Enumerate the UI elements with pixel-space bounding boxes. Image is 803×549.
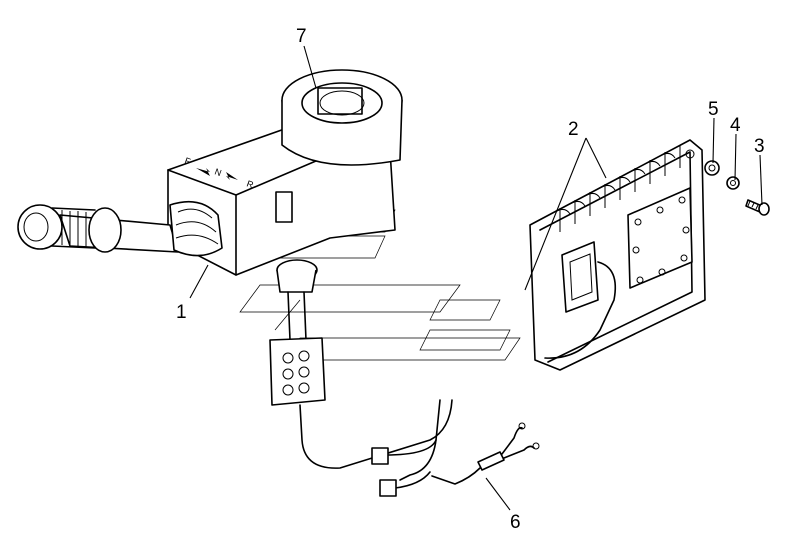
gear-selector-housing: F N R xyxy=(17,69,403,276)
leader-1 xyxy=(189,264,209,299)
wiring-harness xyxy=(371,399,540,497)
callout-1: 1 xyxy=(176,302,187,323)
selector-wiring xyxy=(269,259,453,469)
leader-5 xyxy=(712,117,715,164)
leader-7 xyxy=(303,45,317,89)
callout-3: 3 xyxy=(754,136,765,157)
leader-3 xyxy=(759,154,763,206)
washer xyxy=(704,160,720,176)
selector-shaft-slot xyxy=(317,87,363,115)
arrow-right-icon xyxy=(226,172,238,180)
leader-2 xyxy=(524,137,607,291)
marking-n: N xyxy=(213,166,223,178)
module-fins xyxy=(554,146,681,232)
lock-washer xyxy=(726,176,740,190)
marking-f: F xyxy=(183,155,192,166)
leader-6 xyxy=(485,477,511,511)
indicator-window xyxy=(275,191,293,223)
callout-6: 6 xyxy=(510,512,521,533)
callout-2: 2 xyxy=(568,119,579,140)
leader-lines xyxy=(189,45,763,511)
harness-plug-upper xyxy=(371,447,389,465)
callout-5: 5 xyxy=(708,99,719,120)
module-cover-plate xyxy=(627,187,693,289)
harness-plug-lower xyxy=(379,479,397,497)
marking-r: R xyxy=(245,178,255,190)
control-module xyxy=(529,139,706,371)
module-connector-socket xyxy=(561,241,599,313)
arrow-left-icon xyxy=(196,168,210,176)
callout-7: 7 xyxy=(296,26,307,47)
fasteners xyxy=(704,160,770,216)
lever-knob xyxy=(17,204,63,250)
harness-sleeve xyxy=(477,451,505,471)
leader-4 xyxy=(734,133,737,181)
callout-4: 4 xyxy=(730,115,741,136)
callout-labels: 1 2 3 4 5 6 7 xyxy=(176,26,765,533)
multi-pin-connector xyxy=(269,337,326,406)
